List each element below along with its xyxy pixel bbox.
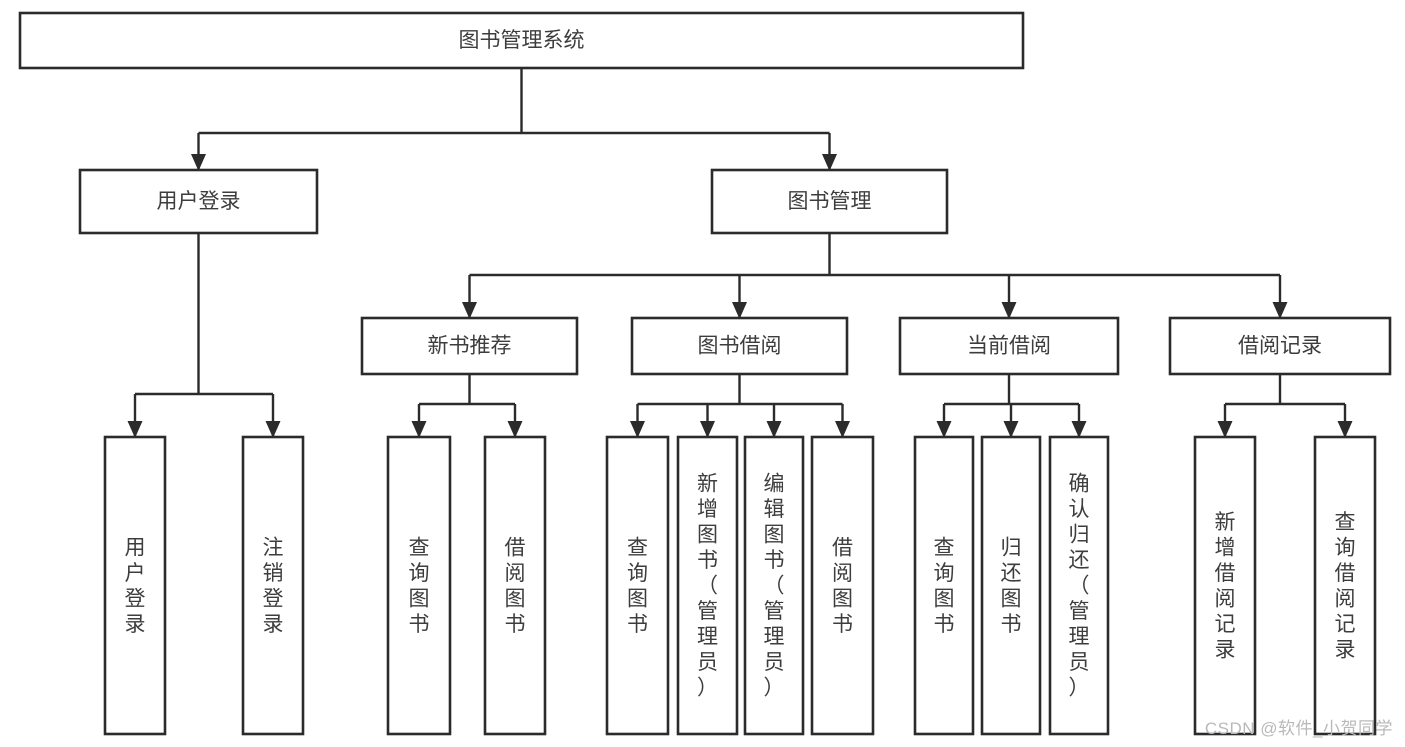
node-box-leaf-return-book[interactable]: [980, 435, 1042, 736]
node-label-leaf-query-book-borrow: 查询图书: [627, 536, 648, 636]
arrow-head-icon: [1003, 421, 1019, 438]
arrow-head-icon: [732, 302, 747, 319]
node-label-leaf-edit-book: 编辑图书（管理员）: [764, 473, 785, 700]
node-label-user-login: 用户登录: [157, 190, 241, 213]
arrow-head-icon: [766, 421, 782, 438]
node-label-borrow-record: 借阅记录: [1238, 335, 1322, 358]
node-leaf-query-book-borrow[interactable]: 查询图书: [605, 435, 670, 736]
node-leaf-confirm-return[interactable]: 确认归还（管理员）: [1048, 435, 1110, 736]
arrow-head-icon: [835, 421, 850, 438]
node-leaf-query-book-current[interactable]: 查询图书: [913, 435, 975, 736]
nodes-layer: 图书管理系统用户登录图书管理新书推荐图书借阅当前借阅借阅记录用户登录注销登录查询…: [18, 11, 1392, 736]
node-box-leaf-query-book-current[interactable]: [913, 435, 975, 736]
arrow-head-icon: [1217, 421, 1233, 438]
arrow-head-icon: [127, 421, 143, 438]
node-current-borrow[interactable]: 当前借阅: [898, 316, 1120, 376]
arrow-head-icon: [936, 421, 952, 438]
node-box-leaf-confirm-return[interactable]: [1048, 435, 1110, 736]
node-box-current-borrow[interactable]: [898, 316, 1120, 376]
node-leaf-borrow-book-new[interactable]: 借阅图书: [483, 435, 547, 736]
connectors-layer: [127, 68, 1353, 438]
node-book-borrow[interactable]: 图书借阅: [630, 316, 849, 376]
node-leaf-return-book[interactable]: 归还图书: [980, 435, 1042, 736]
node-label-book-management: 图书管理: [788, 190, 872, 213]
node-leaf-borrow-book[interactable]: 借阅图书: [810, 435, 875, 736]
arrow-head-icon: [630, 421, 645, 438]
node-box-leaf-borrow-book[interactable]: [810, 435, 875, 736]
node-label-leaf-confirm-return: 确认归还（管理员）: [1069, 473, 1090, 700]
node-label-book-borrow: 图书借阅: [698, 335, 782, 358]
node-label-leaf-query-record: 查询借阅记录: [1335, 511, 1356, 662]
node-label-leaf-query-book-new: 查询图书: [409, 536, 430, 636]
node-leaf-query-record[interactable]: 查询借阅记录: [1313, 435, 1377, 736]
arrow-head-icon: [462, 302, 477, 319]
arrow-head-icon: [1001, 302, 1017, 319]
arrow-head-icon: [265, 421, 281, 438]
node-label-new-book-recommend: 新书推荐: [428, 335, 512, 358]
node-label-leaf-return-book: 归还图书: [1001, 536, 1022, 636]
node-leaf-user-login[interactable]: 用户登录: [103, 435, 167, 736]
node-leaf-add-book[interactable]: 新增图书（管理员）: [676, 435, 739, 736]
node-leaf-add-record[interactable]: 新增借阅记录: [1193, 435, 1257, 736]
arrow-head-icon: [191, 154, 206, 171]
node-root[interactable]: 图书管理系统: [18, 11, 1025, 70]
node-box-borrow-record[interactable]: [1168, 316, 1392, 376]
node-box-leaf-add-book[interactable]: [676, 435, 739, 736]
node-label-leaf-query-book-current: 查询图书: [934, 536, 955, 636]
node-new-book-recommend[interactable]: 新书推荐: [360, 316, 579, 376]
node-label-leaf-borrow-book: 借阅图书: [832, 536, 853, 636]
node-label-leaf-add-book: 新增图书（管理员）: [697, 473, 718, 700]
node-box-book-management[interactable]: [710, 168, 949, 235]
arrow-head-icon: [1337, 421, 1353, 438]
arrow-head-icon: [1071, 421, 1087, 438]
arrow-head-icon: [700, 421, 715, 438]
node-box-leaf-user-login[interactable]: [103, 435, 167, 736]
node-leaf-query-book-new[interactable]: 查询图书: [386, 435, 452, 736]
node-label-leaf-add-record: 新增借阅记录: [1215, 511, 1236, 662]
node-label-leaf-user-login: 用户登录: [125, 536, 146, 636]
node-box-leaf-query-book-new[interactable]: [386, 435, 452, 736]
node-label-root: 图书管理系统: [459, 29, 585, 52]
node-leaf-logout[interactable]: 注销登录: [241, 435, 305, 736]
node-book-management[interactable]: 图书管理: [710, 168, 949, 235]
node-box-leaf-edit-book[interactable]: [743, 435, 805, 736]
node-label-leaf-borrow-book-new: 借阅图书: [505, 536, 526, 636]
node-label-current-borrow: 当前借阅: [967, 335, 1051, 358]
arrow-head-icon: [1272, 302, 1288, 319]
node-leaf-edit-book[interactable]: 编辑图书（管理员）: [743, 435, 805, 736]
node-box-leaf-query-book-borrow[interactable]: [605, 435, 670, 736]
node-box-leaf-add-record[interactable]: [1193, 435, 1257, 736]
node-label-leaf-logout: 注销登录: [263, 536, 284, 636]
node-borrow-record[interactable]: 借阅记录: [1168, 316, 1392, 376]
node-box-user-login[interactable]: [78, 168, 319, 235]
arrow-head-icon: [507, 421, 523, 438]
csdn-watermark: CSDN @软件_小贺同学: [1204, 719, 1393, 738]
node-box-leaf-logout[interactable]: [241, 435, 305, 736]
node-box-leaf-query-record[interactable]: [1313, 435, 1377, 736]
node-box-new-book-recommend[interactable]: [360, 316, 579, 376]
arrow-head-icon: [411, 421, 427, 438]
node-user-login[interactable]: 用户登录: [78, 168, 319, 235]
arrow-head-icon: [822, 154, 837, 171]
node-box-book-borrow[interactable]: [630, 316, 849, 376]
node-box-root[interactable]: [18, 11, 1025, 70]
node-box-leaf-borrow-book-new[interactable]: [483, 435, 547, 736]
